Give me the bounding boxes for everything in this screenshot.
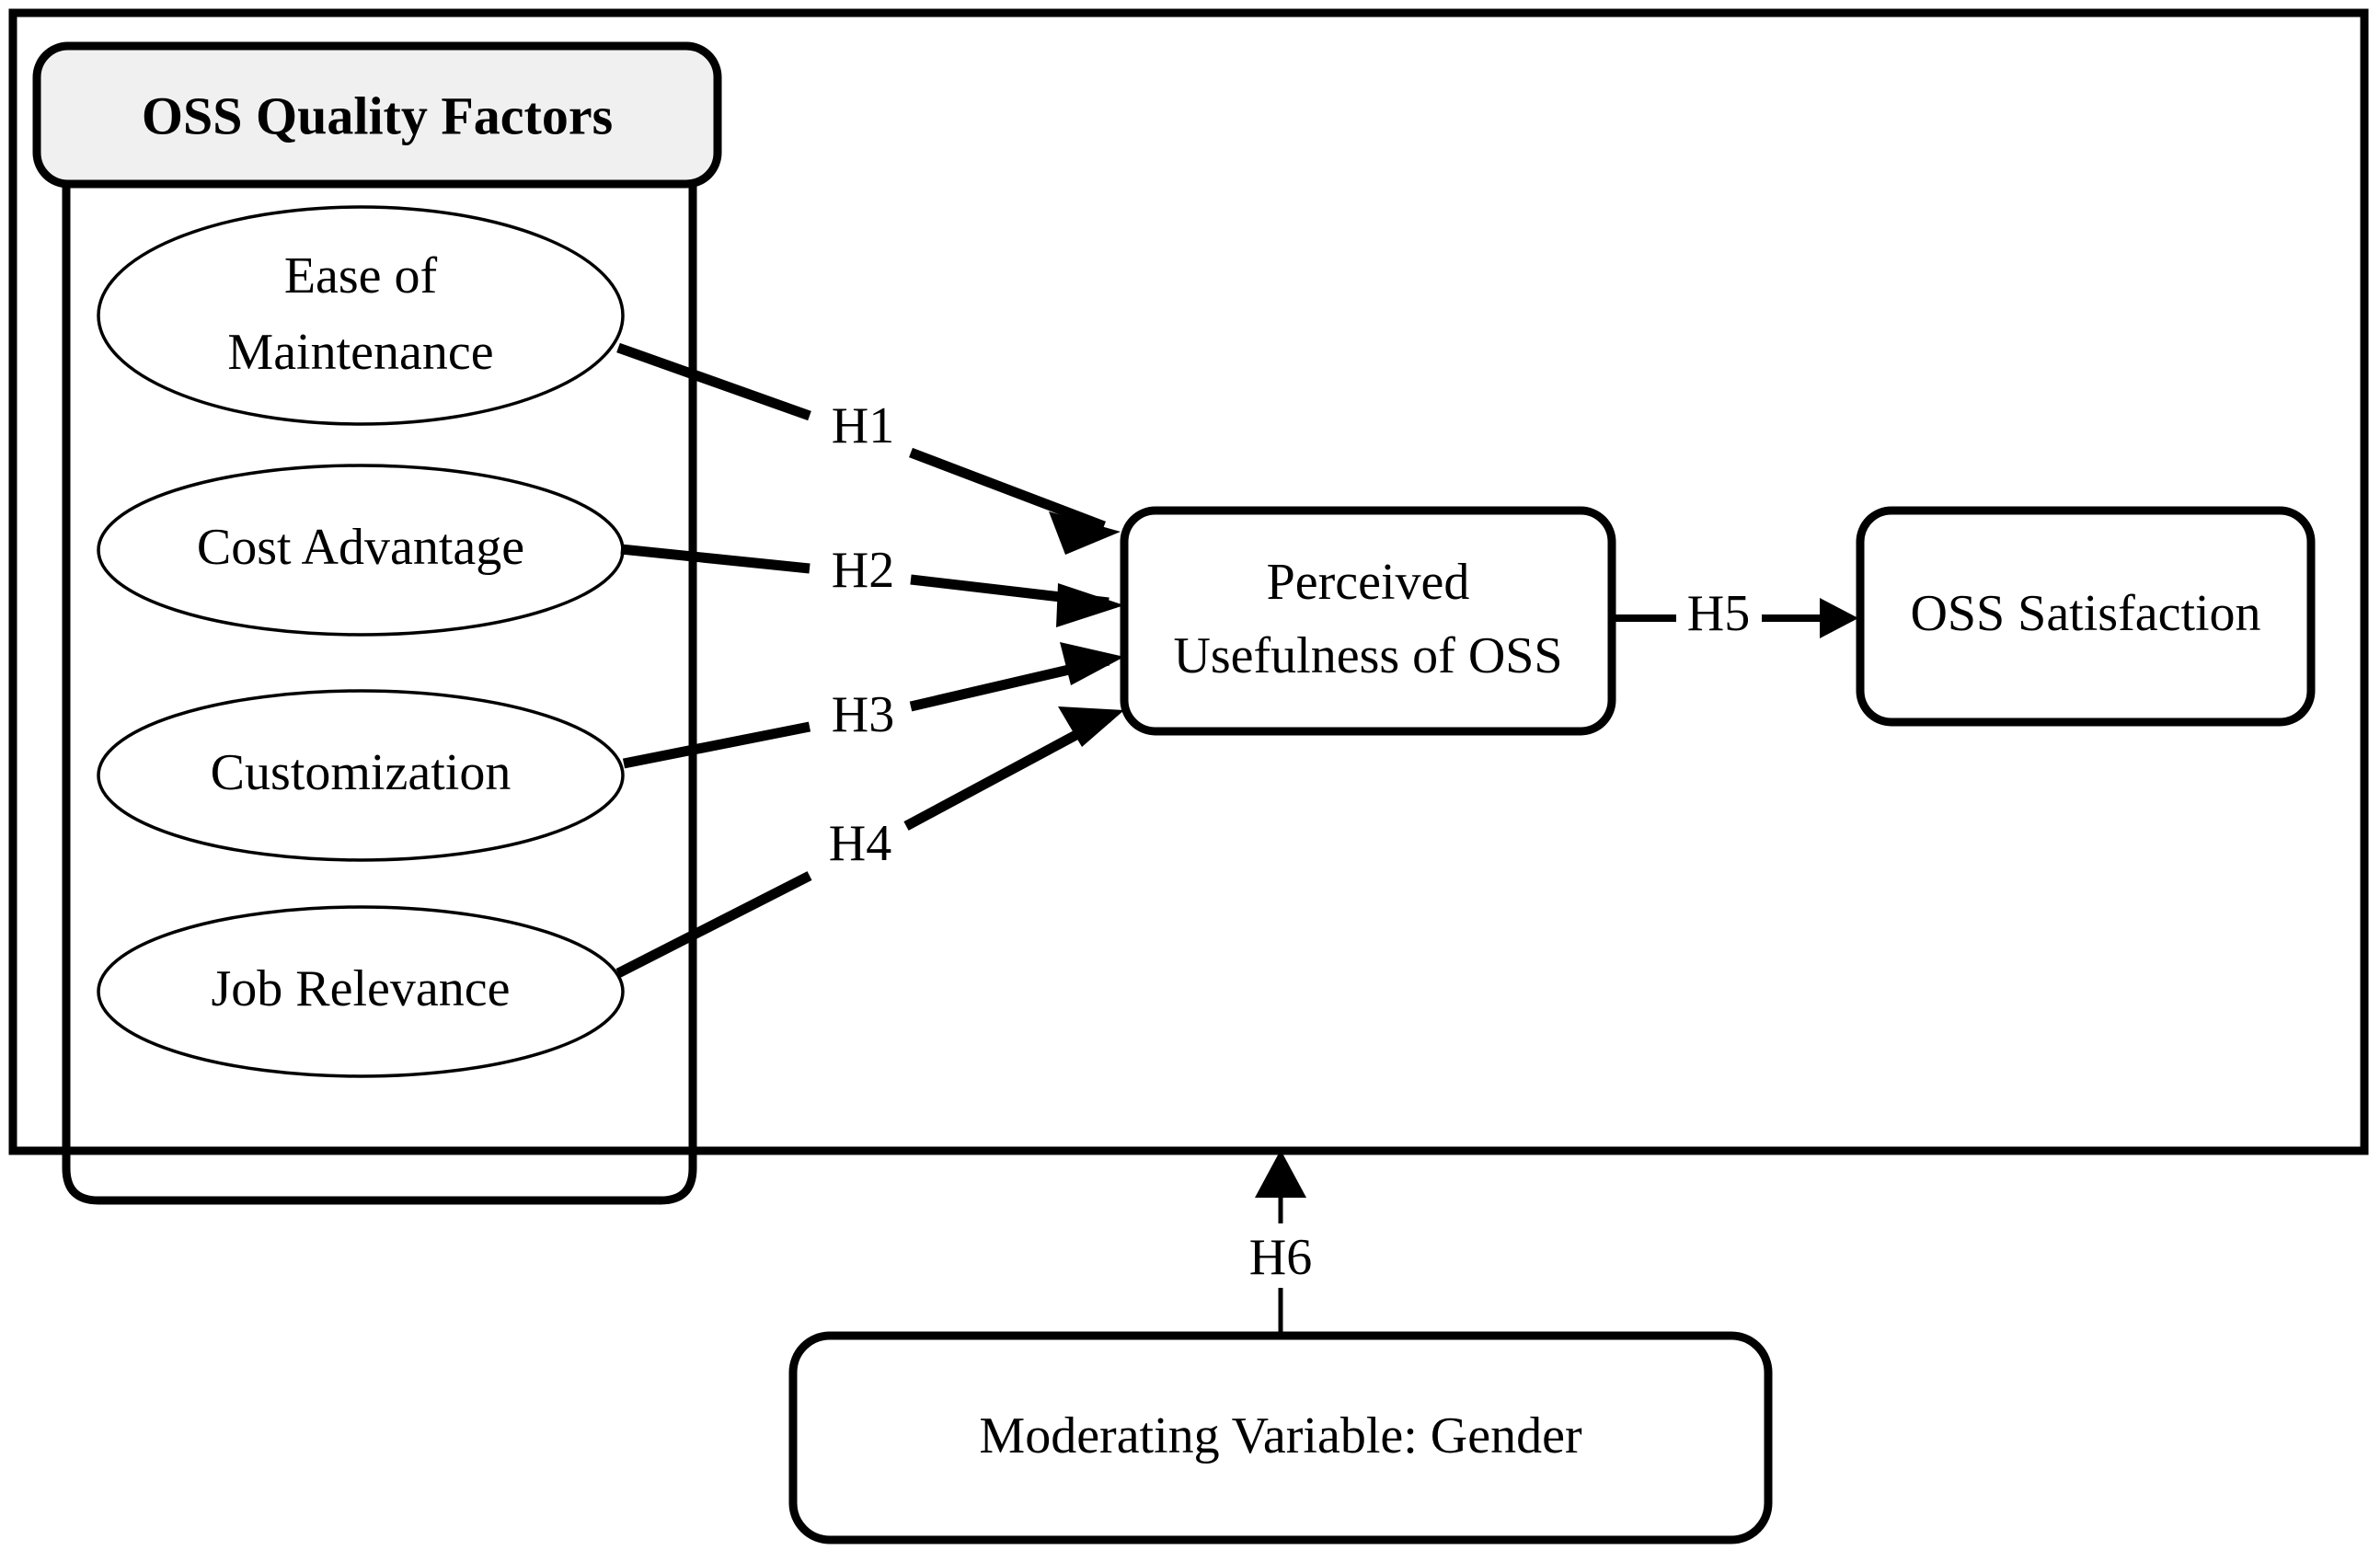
hypothesis-label-h6: H6 [1249,1229,1312,1286]
factor-ellipse-customization[interactable] [97,689,625,862]
arrowhead-h6 [1255,1150,1306,1198]
connector-h1-right [909,447,1106,532]
connector-h2-left [620,544,811,574]
connector-h4-left [615,871,812,978]
quality-factors-title: OSS Quality Factors [142,86,613,145]
arrowhead-h2 [1056,583,1124,627]
hypothesis-label-h4: H4 [829,815,891,872]
node-moderating-variable[interactable] [788,1331,1773,1544]
node-oss-satisfaction[interactable] [1856,506,2316,727]
factor-ellipse-job-relevance[interactable] [97,905,625,1078]
factor-label-job-relevance: Job Relevance [212,960,511,1017]
connector-h1-left [616,342,811,421]
factor-label-cost-advantage: Cost Advantage [197,519,524,576]
node-label-oss-satisfaction: OSS Satisfaction [1910,585,2260,642]
hypothesis-label-h1: H1 [832,397,894,454]
hypothesis-label-h5: H5 [1687,585,1750,642]
arrowhead-h1 [1049,511,1121,555]
node-label-perceived-usefulness-line2: Usefulness of OSS [1173,627,1562,684]
node-perceived-usefulness[interactable] [1120,506,1616,736]
hypothesis-label-h2: H2 [832,542,894,599]
connector-h3-left [622,721,811,769]
node-label-moderating-variable: Moderating Variable: Gender [979,1407,1582,1464]
arrowhead-h4 [1058,706,1124,747]
arrowhead-h5 [1820,598,1858,638]
connector-h4-right [903,713,1111,831]
quality-factors-group-box [62,124,697,1205]
model-frame [8,8,2369,1155]
factor-label-ease-of-maintenance-line2: Maintenance [227,324,493,381]
quality-factors-header-box [32,41,722,189]
factor-label-customization: Customization [211,744,512,801]
hypothesis-label-h3: H3 [832,686,894,743]
factor-label-ease-of-maintenance-line1: Ease of [284,247,438,304]
factor-ellipse-ease-of-maintenance[interactable] [97,205,625,426]
arrowhead-h3 [1060,642,1124,685]
node-label-perceived-usefulness-line1: Perceived [1267,554,1470,611]
